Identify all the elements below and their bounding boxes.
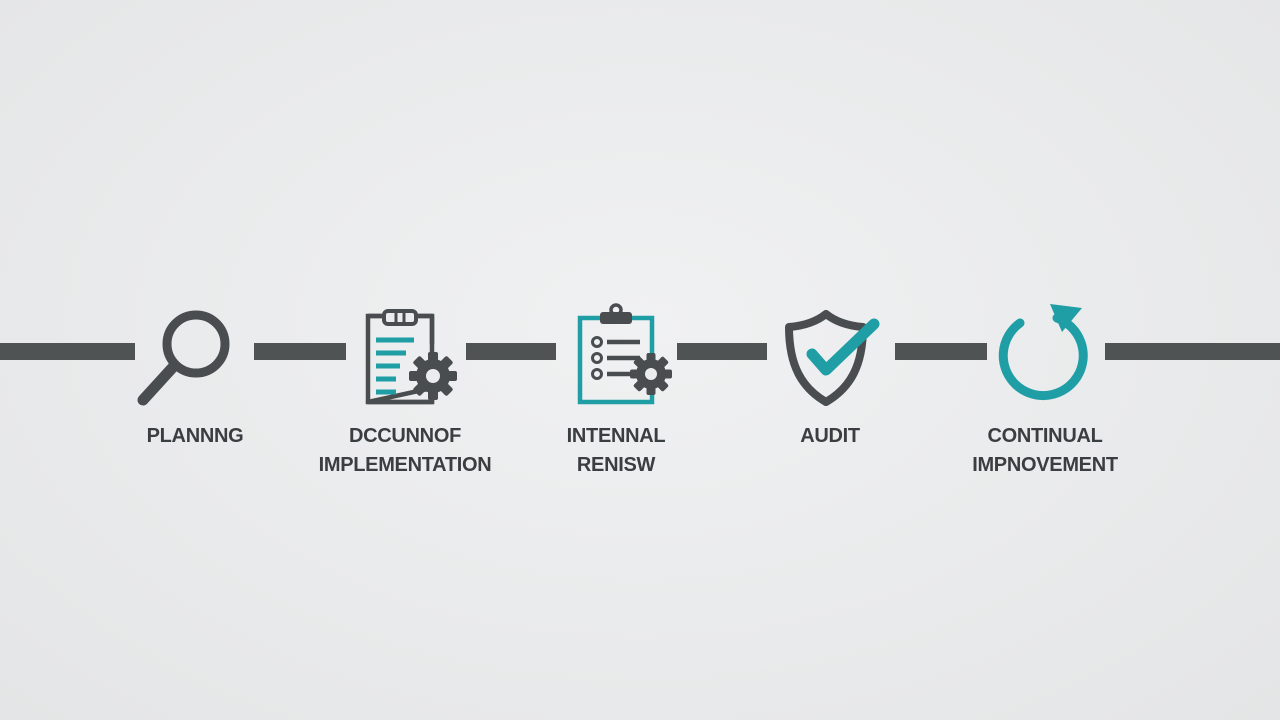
timeline-segment	[1105, 343, 1280, 360]
timeline-segment	[895, 343, 987, 360]
shield-check-icon	[782, 306, 886, 410]
timeline-segment	[466, 343, 556, 360]
clipboard-gear-icon	[356, 306, 464, 410]
timeline-segment	[677, 343, 767, 360]
step-label-documentation: DCCUNNOF IMPLEMENTATION	[318, 425, 492, 476]
timeline-segment	[254, 343, 346, 360]
step-label-internal-review: INTENNAL RENISW	[566, 425, 666, 476]
step-label-audit: AUDIT	[800, 425, 860, 447]
circular-arrow-icon	[994, 300, 1098, 406]
checklist-gear-icon	[572, 302, 676, 410]
step-label-planning: PLANNNG	[146, 425, 244, 447]
timeline-segment	[0, 343, 135, 360]
magnifier-icon	[130, 300, 240, 410]
step-label-continual-improvement: CONTINUAL IMPNOVEMENT	[972, 425, 1118, 476]
